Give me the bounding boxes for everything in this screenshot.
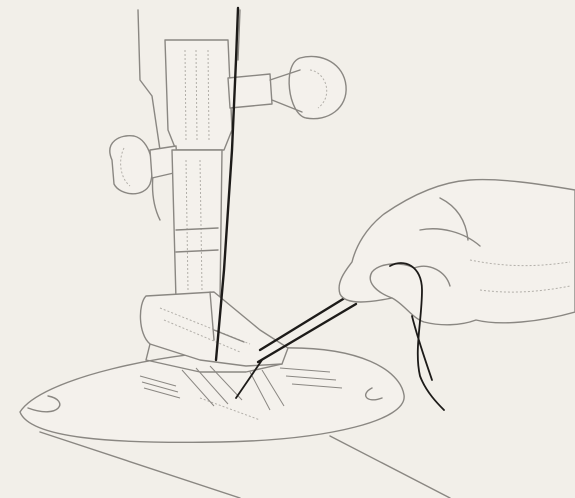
hand <box>339 180 575 325</box>
thumbscrew-knob-right <box>228 56 346 118</box>
presser-bar <box>172 150 222 300</box>
needle-plate <box>20 348 450 498</box>
thumbscrew-knob-left <box>110 136 178 194</box>
